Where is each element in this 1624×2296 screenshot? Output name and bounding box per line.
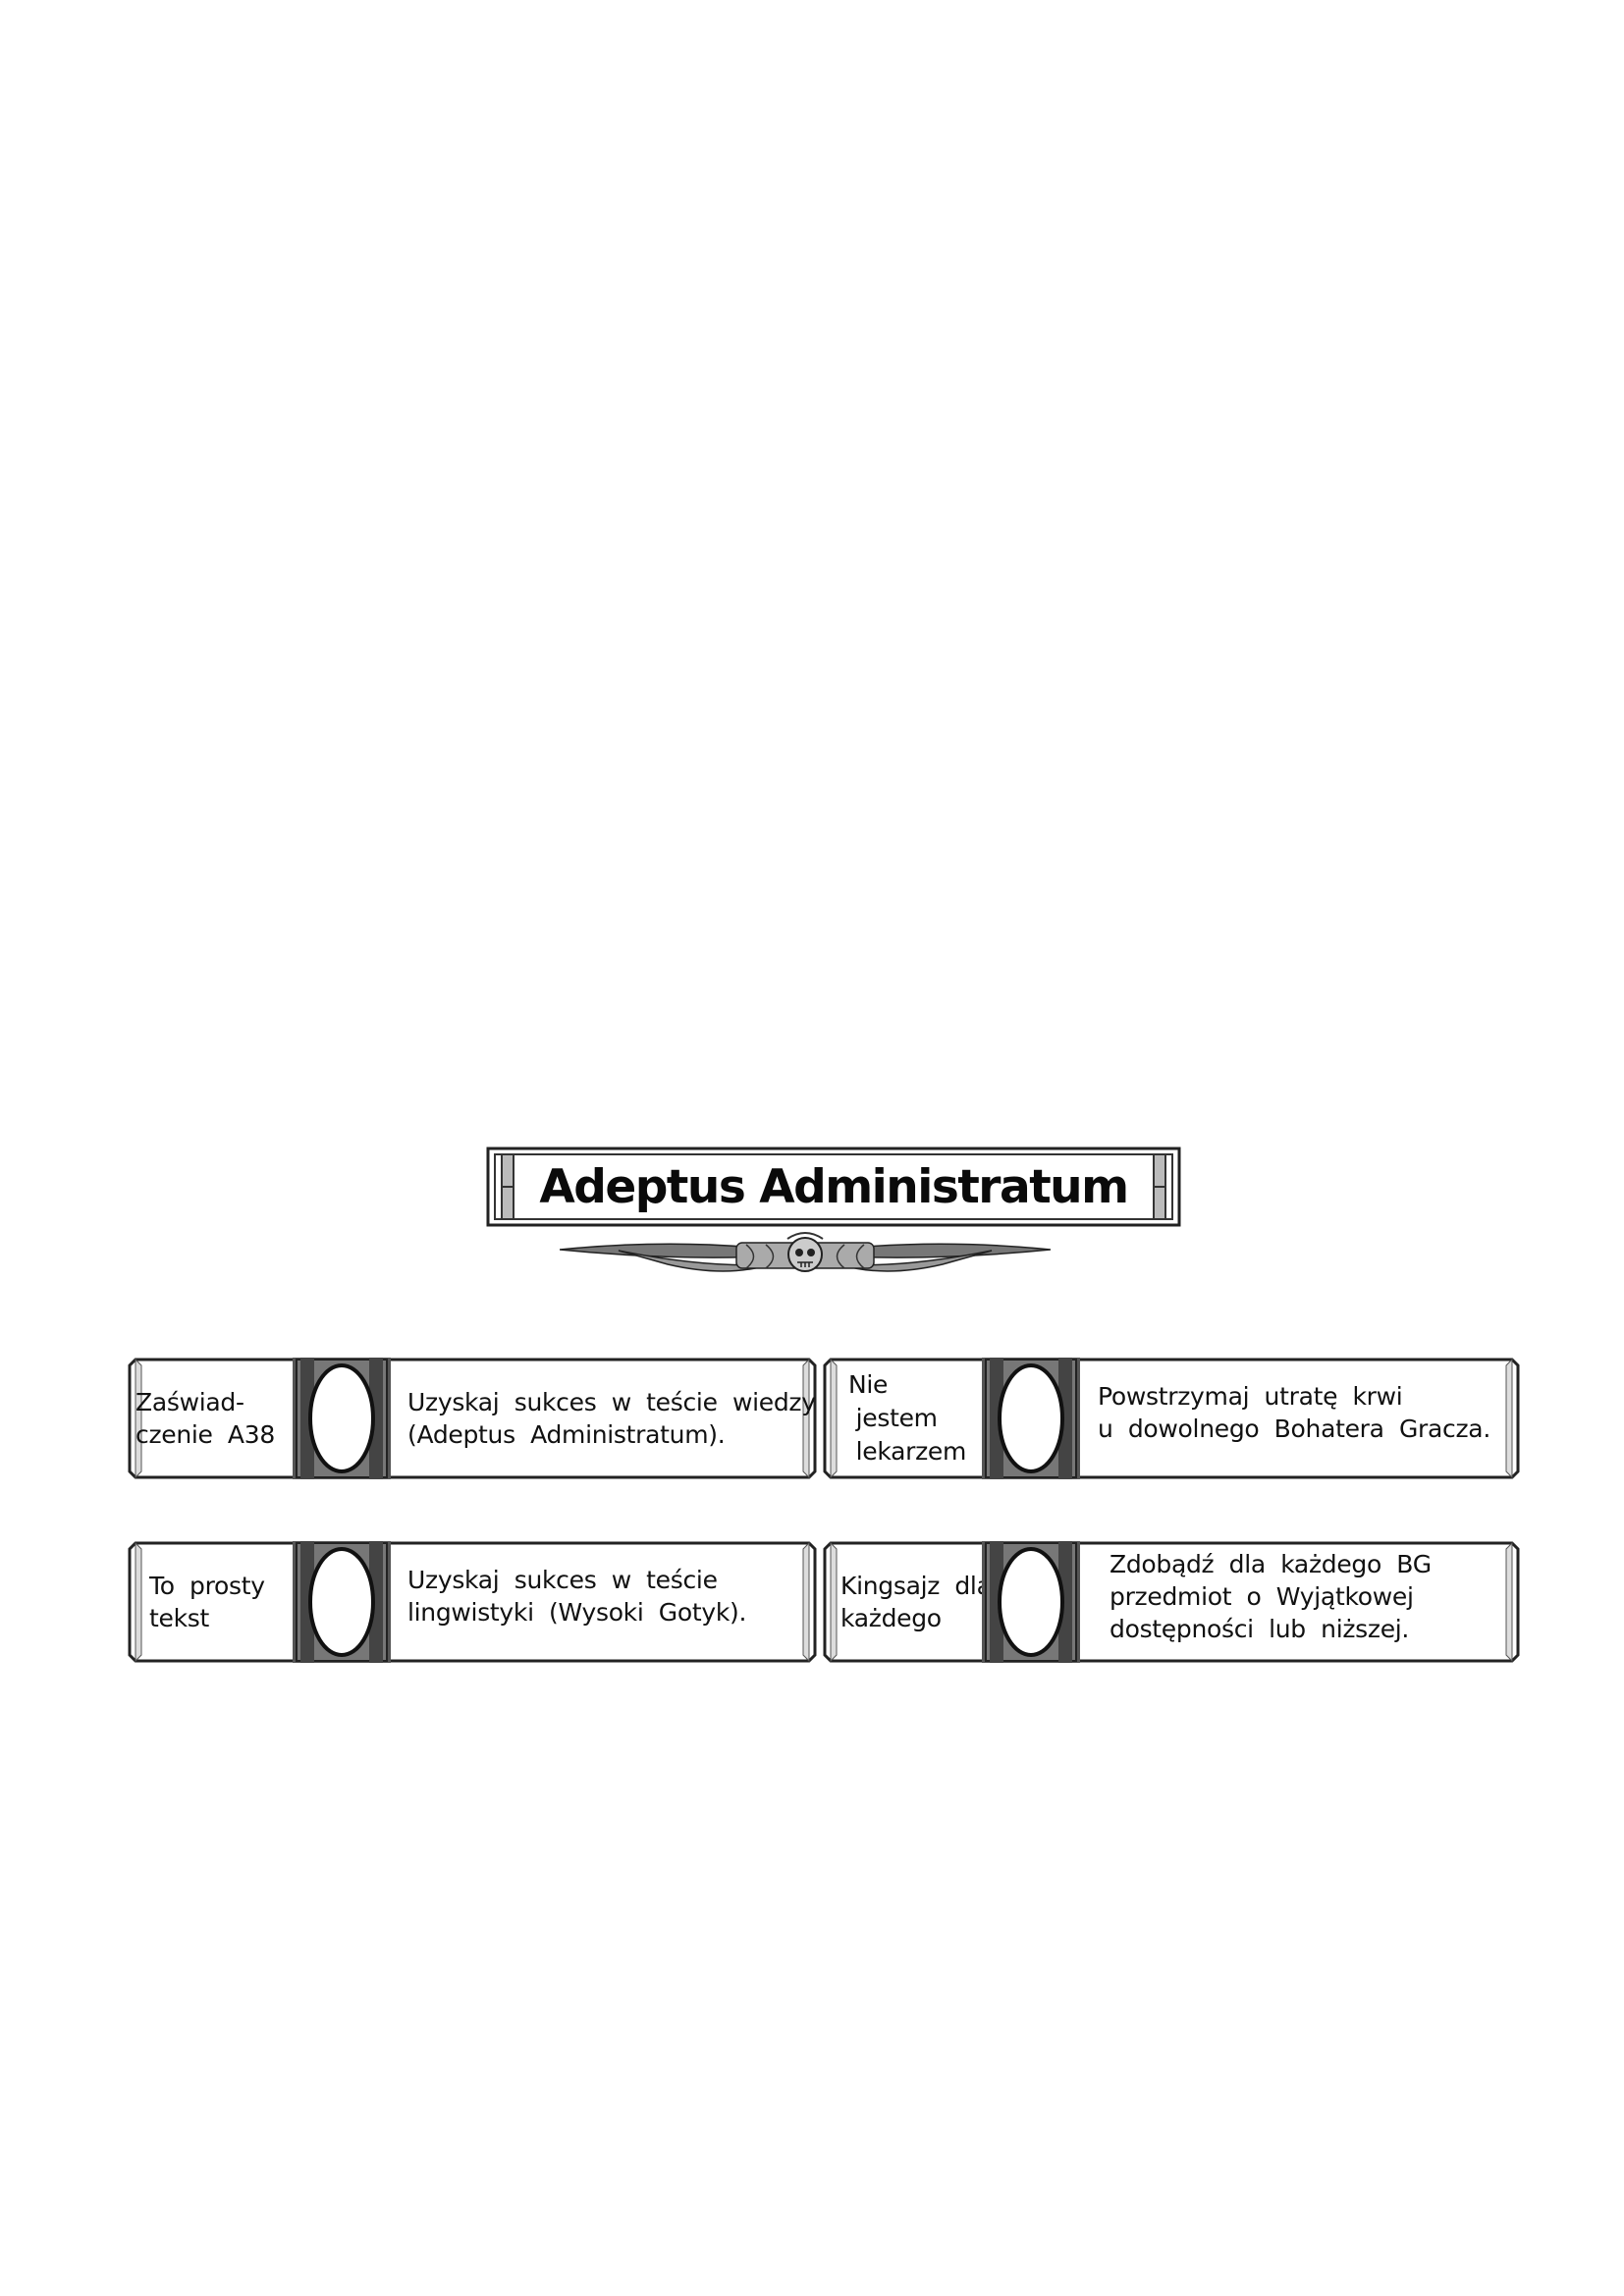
card-to-prosty-tekst: To prosty tekst Uzyskaj sukces w teście … (128, 1541, 817, 1663)
card-name-line: Nie (848, 1370, 889, 1399)
card-name-line: każdego (840, 1604, 942, 1632)
banner-frame (486, 1147, 1181, 1227)
card-desc-line: Uzyskaj sukces w teście (407, 1566, 718, 1594)
card-name-line: jestem (848, 1404, 938, 1432)
card-name-line: lekarzem (848, 1437, 967, 1466)
card-slot-icon (293, 1541, 391, 1663)
card-desc-line: Zdobądź dla każdego BG (1110, 1549, 1432, 1578)
card-desc-line: Powstrzymaj utratę krwi (1098, 1382, 1403, 1411)
card-name-line: Zaświad- (135, 1388, 244, 1416)
card-name: To prosty tekst (149, 1541, 306, 1663)
card-name-line: czenie A38 (135, 1420, 275, 1449)
card-name-line: tekst (149, 1604, 209, 1632)
card-nie-jestem-lekarzem: Nie jestem lekarzem Powstrzymaj utratę k… (823, 1358, 1520, 1479)
aquila-ornament-icon (560, 1232, 1051, 1272)
page-title: Adeptus Administratum (539, 1159, 1129, 1214)
card-desc-line: Uzyskaj sukces w teście wiedzy (407, 1388, 816, 1416)
card-name-line: To prosty (149, 1572, 265, 1600)
card-description: Uzyskaj sukces w teście wiedzy (Adeptus … (407, 1358, 816, 1479)
card-desc-line: u dowolnego Bohatera Gracza. (1098, 1415, 1490, 1443)
card-description: Powstrzymaj utratę krwi u dowolnego Boha… (1098, 1352, 1495, 1473)
card-desc-line: lingwistyki (Wysoki Gotyk). (407, 1598, 747, 1627)
card-slot-icon (293, 1358, 391, 1479)
card-name: Nie jestem lekarzem (848, 1358, 1005, 1479)
card-description: Zdobądź dla każdego BG przedmiot o Wyjąt… (1110, 1535, 1507, 1657)
card-slot-icon (982, 1541, 1080, 1663)
card-slot-icon (982, 1358, 1080, 1479)
card-desc-line: (Adeptus Administratum). (407, 1420, 726, 1449)
card-desc-line: przedmiot o Wyjątkowej (1110, 1581, 1414, 1611)
card-zaswiadczenie: Zaświad- czenie A38 Uzyskaj sukces w teś… (128, 1358, 817, 1479)
card-name: Zaświad- czenie A38 (135, 1358, 293, 1479)
card-name-line: Kingsajz dla (840, 1572, 992, 1600)
card-kingsajz-dla-kazdego: Kingsajz dla każdego Zdobądź dla każdego… (823, 1541, 1520, 1663)
card-desc-line: dostępności lub niższej. (1110, 1614, 1410, 1643)
card-description: Uzyskaj sukces w teście lingwistyki (Wys… (407, 1535, 805, 1657)
card-name: Kingsajz dla każdego (840, 1541, 998, 1663)
title-banner: Adeptus Administratum (486, 1147, 1181, 1227)
